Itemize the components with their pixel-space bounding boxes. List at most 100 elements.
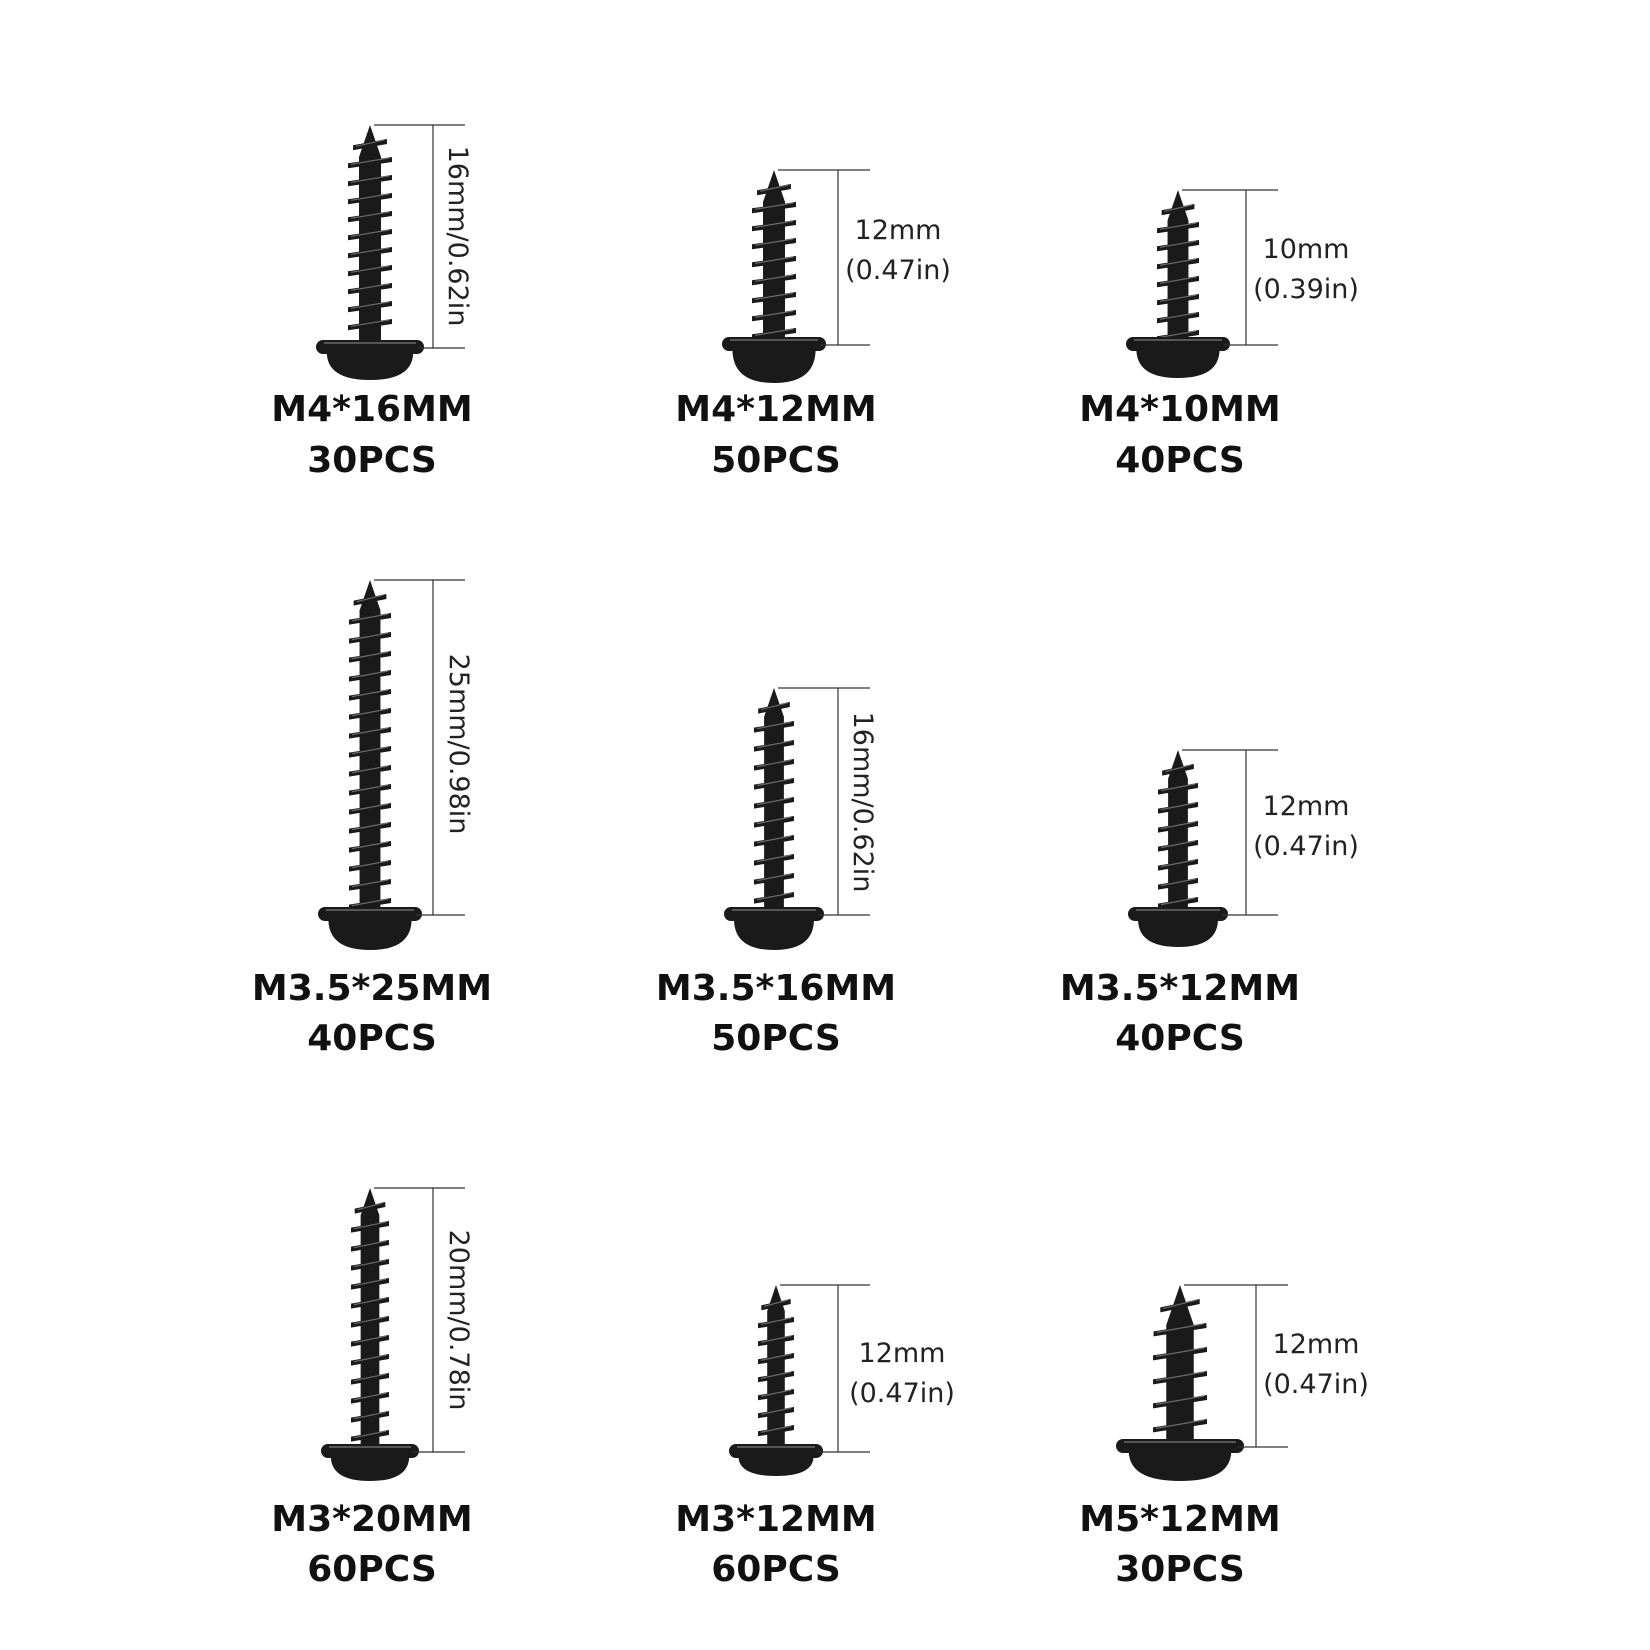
thread-highlight <box>353 1259 387 1268</box>
thread-highlight <box>1159 222 1197 230</box>
quantity-label: 30PCS <box>1115 1549 1245 1590</box>
thread-highlight <box>760 1371 792 1379</box>
thread-highlight <box>760 1425 792 1433</box>
screw-image <box>1126 189 1278 378</box>
thread-highlight <box>1159 330 1197 338</box>
screw-washer <box>1128 907 1228 921</box>
screw-washer <box>724 907 824 921</box>
quantity-label: 40PCS <box>307 1018 437 1059</box>
thread-highlight <box>351 632 389 641</box>
screw-image <box>722 169 870 383</box>
size-label: M5*12MM <box>1079 1499 1281 1540</box>
thread-highlight <box>756 816 792 825</box>
screw-washer <box>321 1444 419 1458</box>
thread-highlight <box>1160 783 1196 792</box>
thread-highlight <box>351 879 389 888</box>
thread-highlight <box>1159 258 1197 266</box>
screw-head <box>326 352 414 380</box>
thread-highlight <box>350 301 390 309</box>
size-label: M4*12MM <box>675 389 877 430</box>
screw-washer <box>729 1444 823 1458</box>
dimension-metric: 12mm <box>1262 791 1350 822</box>
thread-highlight <box>754 310 794 318</box>
thread-highlight <box>350 319 390 327</box>
thread-highlight <box>350 283 390 291</box>
thread-highlight <box>351 727 389 736</box>
thread-highlight <box>353 1354 387 1363</box>
thread-highlight <box>1155 1419 1205 1429</box>
thread-highlight <box>756 892 792 901</box>
thread-highlight <box>351 708 389 717</box>
screw-head <box>1136 349 1220 378</box>
size-label: M4*10MM <box>1079 389 1281 430</box>
thread-highlight <box>760 1389 792 1397</box>
dimension-metric: 10mm <box>1262 234 1350 265</box>
length-dimension-text: 12mm (0.47in) <box>842 1334 962 1414</box>
thread-highlight <box>353 1392 387 1401</box>
screw-washer <box>316 340 424 354</box>
dimension-metric: 12mm <box>854 215 942 246</box>
thread-highlight <box>1160 821 1196 830</box>
length-dimension-text: 10mm (0.39in) <box>1246 230 1366 310</box>
thread-highlight <box>756 854 792 863</box>
thread-highlight <box>760 1353 792 1361</box>
screw-head <box>1128 1451 1232 1481</box>
thread-highlight <box>1155 1395 1205 1405</box>
thread-highlight <box>756 835 792 844</box>
dimension-imperial: (0.47in) <box>845 255 951 286</box>
thread-highlight <box>357 1202 383 1211</box>
thread-highlight <box>756 759 792 768</box>
thread-highlight <box>353 1278 387 1287</box>
screw-thread <box>353 594 387 606</box>
screw-image <box>1128 749 1278 947</box>
thread-highlight <box>353 1411 387 1420</box>
screw-image <box>321 1187 465 1481</box>
screw-thread <box>1162 764 1194 776</box>
thread-highlight <box>756 797 792 806</box>
screw-image <box>1116 1284 1288 1481</box>
dimension-imperial: (0.47in) <box>1263 1369 1369 1400</box>
length-dimension-text: 25mm/0.98in <box>443 653 474 835</box>
screw-head <box>734 919 814 950</box>
screw-shaft <box>763 170 785 337</box>
dimension-metric: 12mm <box>1272 1329 1360 1360</box>
thread-highlight <box>350 175 390 183</box>
thread-highlight <box>761 702 787 711</box>
thread-highlight <box>754 220 794 228</box>
thread-highlight <box>1160 859 1196 868</box>
screw-head <box>330 1456 410 1481</box>
thread-highlight <box>353 1373 387 1382</box>
thread-highlight <box>350 157 390 165</box>
thread-highlight <box>351 613 389 622</box>
thread-highlight <box>1160 878 1196 887</box>
thread-highlight <box>351 860 389 869</box>
thread-highlight <box>355 139 385 147</box>
dimension-imperial: (0.47in) <box>1253 831 1359 862</box>
thread-highlight <box>760 1335 792 1343</box>
screw-washer <box>318 907 422 921</box>
screw-shaft <box>359 580 381 907</box>
thread-highlight <box>1159 312 1197 320</box>
thread-highlight <box>353 1297 387 1306</box>
thread-highlight <box>351 803 389 812</box>
thread-highlight <box>756 778 792 787</box>
length-dimension-text: 12mm (0.47in) <box>1246 787 1366 867</box>
thread-highlight <box>754 256 794 264</box>
thread-highlight <box>1160 802 1196 811</box>
screw-head <box>1138 919 1218 947</box>
thread-highlight <box>351 765 389 774</box>
screw-image <box>318 579 465 950</box>
thread-highlight <box>351 651 389 660</box>
screw-washer <box>1126 337 1230 351</box>
screw-head <box>738 1456 814 1476</box>
thread-highlight <box>353 1316 387 1325</box>
dimension-metric: 12mm <box>858 1338 946 1369</box>
quantity-label: 30PCS <box>307 440 437 481</box>
thread-highlight <box>1155 1347 1205 1357</box>
screw-image <box>729 1284 870 1476</box>
thread-highlight <box>756 873 792 882</box>
thread-highlight <box>756 740 792 749</box>
quantity-label: 50PCS <box>711 1018 841 1059</box>
thread-highlight <box>351 670 389 679</box>
